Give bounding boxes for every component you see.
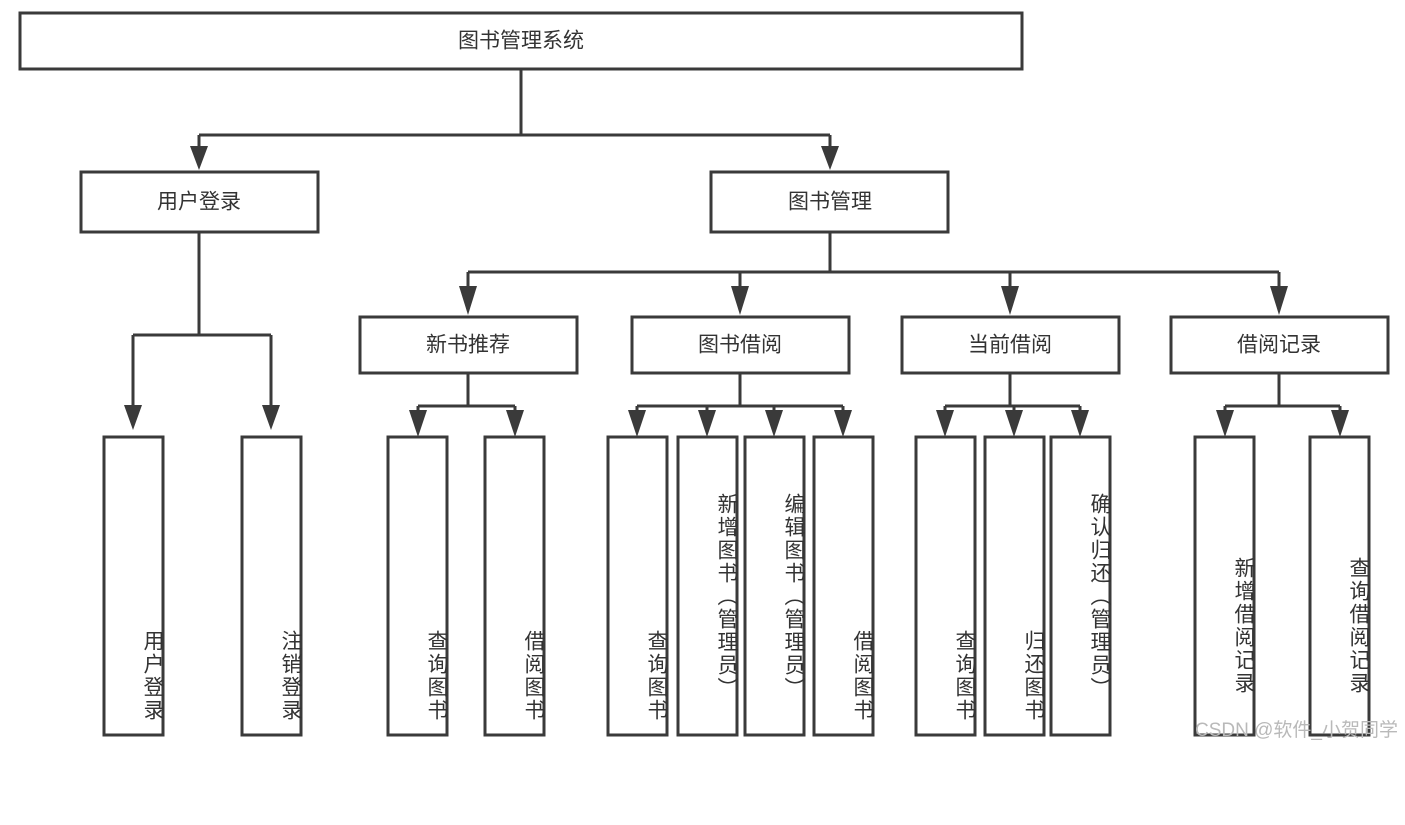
node-user-login[interactable]: 用户登录 <box>79 170 320 234</box>
node-box-leaf-cur-query[interactable] <box>914 435 977 737</box>
arrow-head-book-borrow <box>731 286 749 315</box>
node-box-user-login[interactable] <box>79 170 320 234</box>
node-box-leaf-borrow-query[interactable] <box>606 435 669 737</box>
diagram-canvas-root: 图书管理系统 用户登录 图书管理 新书推荐 图书借阅 当前借阅 借阅记录 <box>18 11 1398 741</box>
node-box-new-book-rec[interactable] <box>358 315 579 375</box>
node-box-leaf-user-login[interactable] <box>102 435 165 737</box>
arrow-head-leaf-borrow-edit <box>765 410 783 437</box>
connector-group-new-book-rec <box>409 373 524 437</box>
arrow-head-leaf-cur-query <box>936 410 954 437</box>
node-box-leaf-rec-add[interactable] <box>1193 435 1256 737</box>
arrow-head-leaf-cur-return <box>1005 410 1023 437</box>
node-box-root[interactable] <box>18 11 1024 71</box>
node-label-current-borrow: 当前借阅 <box>968 334 1052 357</box>
node-new-book-rec[interactable]: 新书推荐 <box>358 315 579 375</box>
node-box-leaf-borrow-lend[interactable] <box>812 435 875 737</box>
arrow-head-leaf-user-logout <box>262 405 280 430</box>
arrow-head-leaf-borrow-add <box>698 410 716 437</box>
flowchart-svg: 图书管理系统 用户登录 图书管理 新书推荐 图书借阅 当前借阅 借阅记录 <box>18 11 1398 741</box>
connector-group-user-login <box>124 232 280 430</box>
connector-group-book-manage <box>459 232 1288 315</box>
arrow-head-book-manage <box>821 146 839 170</box>
arrow-head-new-book-rec <box>459 286 477 315</box>
node-label-new-book-rec: 新书推荐 <box>426 334 510 357</box>
node-box-leaf-rec-query[interactable] <box>386 435 449 737</box>
node-borrow-record[interactable]: 借阅记录 <box>1169 315 1390 375</box>
arrow-head-current-borrow <box>1001 286 1019 315</box>
arrow-head-leaf-rec-query-record <box>1331 410 1349 437</box>
arrow-head-leaf-rec-query <box>409 410 427 437</box>
arrow-head-user-login <box>190 146 208 170</box>
node-box-leaf-cur-return[interactable] <box>983 435 1046 737</box>
node-label-borrow-record: 借阅记录 <box>1237 334 1321 357</box>
arrow-head-leaf-user-login <box>124 405 142 430</box>
connector-group-borrow-record <box>1216 373 1349 437</box>
node-box-current-borrow[interactable] <box>900 315 1121 375</box>
leaf-node-group <box>102 435 1371 737</box>
arrow-head-leaf-rec-add <box>1216 410 1234 437</box>
node-box-borrow-record[interactable] <box>1169 315 1390 375</box>
node-box-leaf-user-logout[interactable] <box>240 435 303 737</box>
node-box-book-manage[interactable] <box>709 170 950 234</box>
node-label-book-manage: 图书管理 <box>788 191 872 214</box>
arrow-head-leaf-borrow-query <box>628 410 646 437</box>
connector-group-book-borrow <box>628 373 852 437</box>
arrow-head-leaf-rec-borrow <box>506 410 524 437</box>
connector-group-root <box>190 69 839 170</box>
node-box-leaf-borrow-edit[interactable] <box>743 435 806 737</box>
node-box-book-borrow[interactable] <box>630 315 851 375</box>
node-label-root: 图书管理系统 <box>458 30 584 53</box>
node-label-book-borrow: 图书借阅 <box>698 334 782 357</box>
arrow-head-borrow-record <box>1270 286 1288 315</box>
node-box-leaf-rec-borrow[interactable] <box>483 435 546 737</box>
arrow-head-leaf-cur-confirm <box>1071 410 1089 437</box>
node-box-leaf-rec-query-record[interactable] <box>1308 435 1371 737</box>
node-current-borrow[interactable]: 当前借阅 <box>900 315 1121 375</box>
node-book-borrow[interactable]: 图书借阅 <box>630 315 851 375</box>
node-label-user-login: 用户登录 <box>157 191 241 214</box>
node-root[interactable]: 图书管理系统 <box>18 11 1024 71</box>
connector-group-current-borrow <box>936 373 1089 437</box>
arrow-head-leaf-borrow-lend <box>834 410 852 437</box>
node-book-manage[interactable]: 图书管理 <box>709 170 950 234</box>
csdn-watermark: CSDN @软件_小贺同学 <box>1195 719 1398 741</box>
node-box-leaf-cur-confirm[interactable] <box>1049 435 1112 737</box>
node-box-leaf-borrow-add[interactable] <box>676 435 739 737</box>
